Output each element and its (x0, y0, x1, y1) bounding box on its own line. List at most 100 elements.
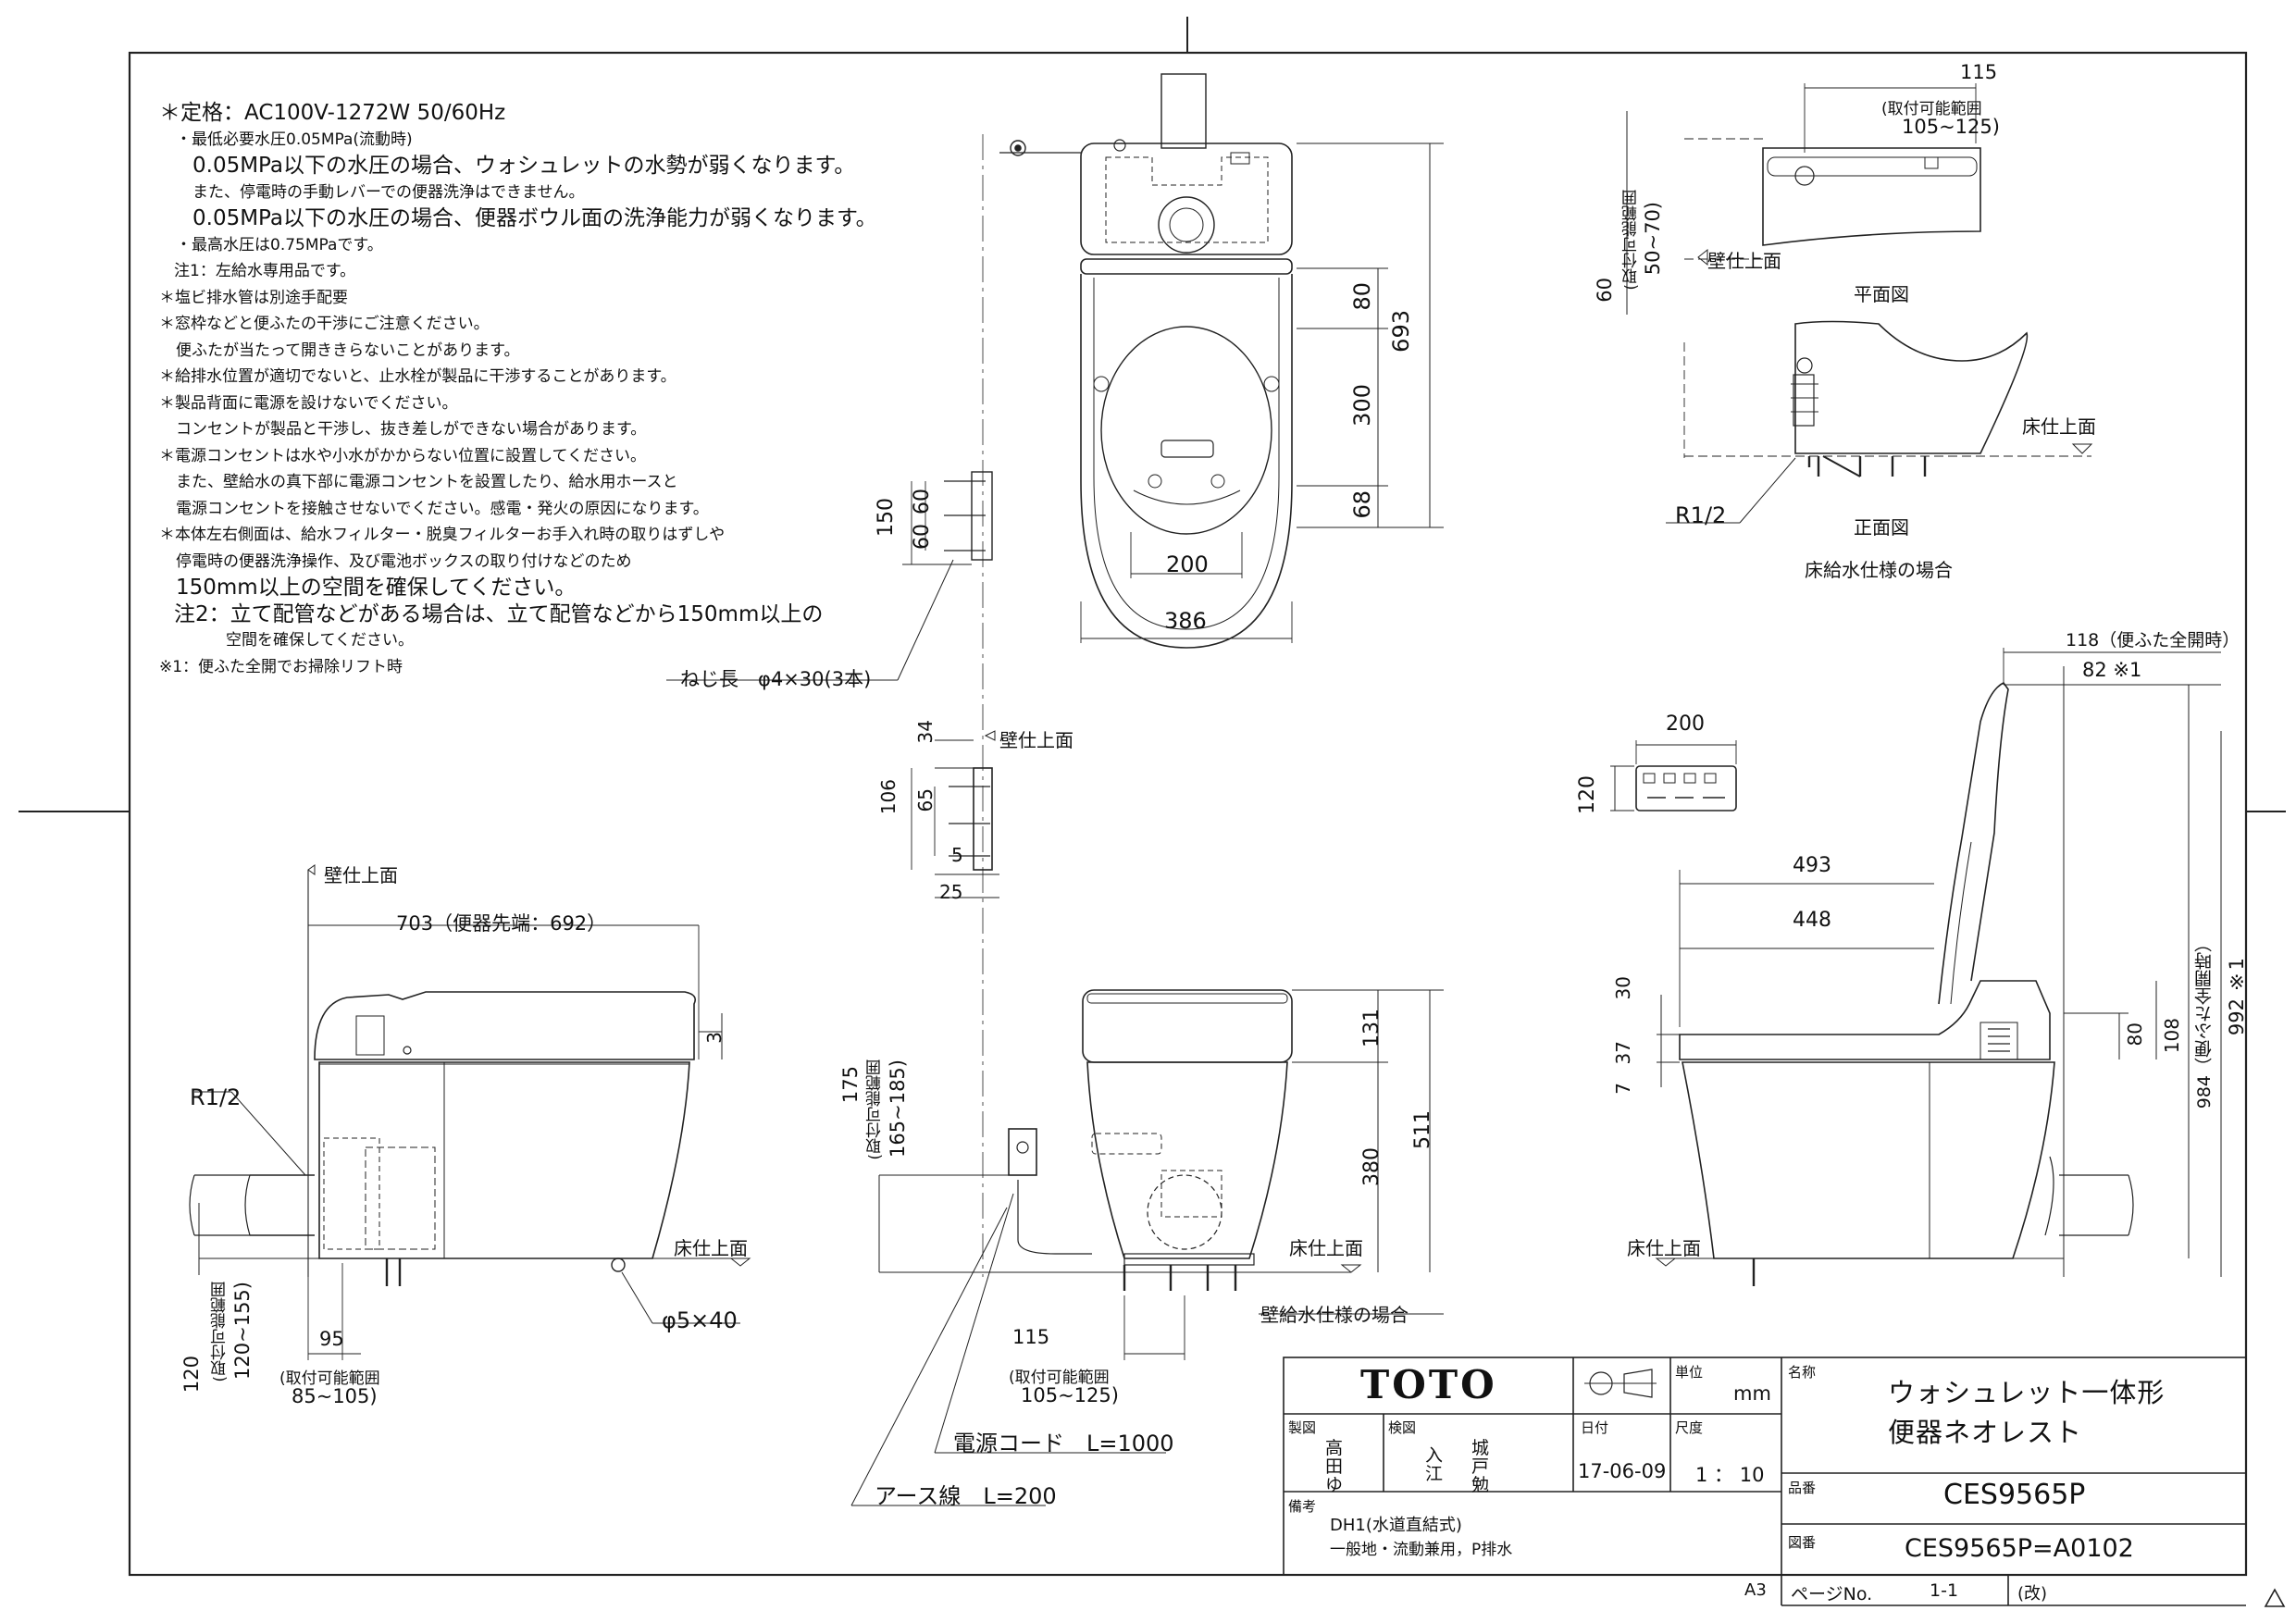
check-name-a1: 入 (1425, 1445, 1444, 1466)
dim-386: 386 (1164, 608, 1207, 634)
scale-value: 1 ： 10 (1695, 1464, 1765, 1486)
note-line: ＊定格：AC100V-1272W 50/60Hz (159, 101, 506, 125)
note-line: また、壁給水の真下部に電源コンセントを設置したり、給水用ホースと (176, 473, 678, 491)
remarks-line2: 一般地・流動兼用，P排水 (1330, 1541, 1513, 1559)
wall-face-label: 壁仕上面 (1707, 250, 1781, 272)
unit-value: mm (1733, 1382, 1771, 1405)
screw-label: ねじ長 φ4×30(3本) (680, 668, 872, 690)
drawn-name-3: ゆ (1325, 1475, 1344, 1495)
dim-108: 108 (2161, 1018, 2183, 1054)
toto-logo: TOTO (1360, 1362, 1497, 1407)
paper-size: A3 (1744, 1580, 1767, 1600)
dim-118-lid-open: 118（便ふた全開時） (2066, 630, 2240, 650)
scale-label: 尺度 (1675, 1419, 1704, 1436)
note-line: ＊窓枠などと便ふたの干渉にご注意ください。 (159, 315, 490, 333)
side-overall-dim: 703（便器先端：692） (396, 912, 607, 935)
phi-5x40-label: φ5×40 (662, 1307, 738, 1333)
dim-30: 30 (1612, 976, 1634, 1000)
bracket-dim-5: 5 (951, 844, 963, 866)
remarks-line1: DH1(水道直結式) (1330, 1516, 1462, 1535)
bracket-dim-34: 34 (914, 720, 937, 744)
side-range-value-h: 85~105) (292, 1385, 378, 1407)
check-label: 検図 (1388, 1419, 1417, 1436)
check-name-b1: 城 (1471, 1438, 1490, 1458)
dim-150: 150 (875, 498, 898, 537)
dim-200: 200 (1166, 551, 1209, 577)
note-line: ＊給排水位置が適切でないと、止水栓が製品に干渉することがあります。 (159, 367, 676, 386)
drawing-number: CES9565P=A0102 (1905, 1534, 2134, 1563)
drawing-no-label: 図番 (1788, 1534, 1817, 1551)
dim-448: 448 (1793, 909, 1831, 932)
drawn-name-2: 田 (1325, 1456, 1344, 1477)
name-label: 名称 (1788, 1364, 1817, 1381)
note-line: 0.05MPa以下の水圧の場合、便器ボウル面の洗浄能力が弱くなります。 (192, 206, 877, 230)
floor-supply-label: 床給水仕様の場合 (1805, 559, 1953, 581)
check-name-b2: 戸 (1471, 1456, 1490, 1477)
dim-80: 80 (1349, 282, 1375, 311)
side-range-label-h: (取付可能範囲 (279, 1369, 380, 1388)
note-line: ＊本体左右側面は、給水フィルター・脱臭フィルターお手入れ時の取りはずしや (159, 526, 726, 544)
front-range-value: 165~185) (887, 1059, 909, 1158)
page-label: ページNo. (1791, 1584, 1873, 1604)
front-range-value-h: 105~125) (1021, 1384, 1119, 1406)
side-dim-3: 3 (703, 1032, 726, 1044)
r-half-label: R1/2 (1675, 502, 1727, 528)
front-dim-511: 511 (1411, 1110, 1434, 1149)
dim-693: 693 (1388, 310, 1414, 353)
note-line: ＊電源コンセントは水や小水がかからない位置に設置してください。 (159, 446, 646, 465)
check-name-a2: 江 (1425, 1464, 1444, 1484)
floor-face-label: 床仕上面 (674, 1237, 748, 1259)
dim-37: 37 (1612, 1041, 1634, 1065)
note-line: ・最高水圧は0.75MPaです。 (176, 235, 383, 254)
bracket-dim-106: 106 (877, 779, 900, 815)
bracket-dim-65: 65 (914, 788, 937, 812)
front-dim-131: 131 (1360, 1009, 1384, 1047)
earth-wire-label: アース線 L=200 (875, 1483, 1057, 1509)
page-number: 1-1 (1930, 1580, 1959, 1601)
front-view-floor-supply (1666, 320, 2093, 524)
note-line: 注2：立て配管などがある場合は、立て配管などから150mm以上の (174, 601, 824, 626)
wall-face-label: 壁仕上面 (324, 864, 398, 886)
note-line: 空間を確保してください。 (226, 631, 414, 650)
sheet-frame (19, 17, 2286, 1607)
remote-dim-200: 200 (1666, 712, 1705, 736)
plan-view-label: 平面図 (1854, 283, 1909, 305)
note-line: 便ふたが当たって開ききらないことがあります。 (176, 341, 520, 360)
side-dim-95: 95 (319, 1328, 344, 1350)
remarks-label: 備考 (1288, 1498, 1317, 1515)
date-value: 17-06-09 (1578, 1460, 1667, 1482)
dim-60b: 60 (911, 524, 934, 550)
title-block-frame (1283, 1357, 2247, 1606)
date-label: 日付 (1581, 1419, 1609, 1436)
dim-60a: 60 (911, 489, 934, 514)
plan-range-value-v: 50~70) (1642, 202, 1664, 276)
note-line: コンセントが製品と干渉し、抜き差しができない場合があります。 (176, 420, 647, 439)
note-line: ・最低必要水圧0.05MPa(流動時) (176, 130, 413, 149)
dim-82: 82 ※1 (2082, 659, 2142, 681)
power-cord-label: 電源コード L=1000 (953, 1431, 1174, 1456)
product-name-line2: 便器ネオレスト (1888, 1417, 2083, 1448)
side-view-drawing (189, 864, 751, 1360)
plan-dim-115: 115 (1960, 61, 1998, 83)
dim-80r: 80 (2124, 1022, 2146, 1047)
product-label: 品番 (1788, 1480, 1817, 1496)
note-line: 150mm以上の空間を確保してください。 (176, 576, 577, 600)
note-line: 注1：左給水専用品です。 (174, 262, 356, 280)
side-dim-120: 120 (180, 1356, 203, 1394)
note-line: 電源コンセントを接触させないでください。感電・発火の原因になります。 (176, 499, 709, 518)
plan-dim-60: 60 (1594, 278, 1616, 303)
drawn-label: 製図 (1288, 1419, 1317, 1436)
front-view-label: 正面図 (1854, 516, 1909, 539)
note-line: ※1：便ふた全開でお掃除リフト時 (159, 657, 403, 676)
notes-block: ＊定格：AC100V-1272W 50/60Hz ・最低必要水圧0.05MPa(… (159, 100, 877, 680)
dim-300: 300 (1349, 384, 1375, 427)
product-number: CES9565P (1943, 1479, 2086, 1511)
floor-face-label: 床仕上面 (1627, 1237, 1701, 1259)
dim-7: 7 (1612, 1083, 1634, 1095)
side-view-lid-open (1655, 648, 2222, 1286)
front-dim-115: 115 (1012, 1326, 1050, 1348)
front-dim-175: 175 (839, 1066, 862, 1104)
plan-range-value: 105~125) (1902, 116, 2000, 138)
remote-controller-drawing (1610, 740, 1737, 812)
